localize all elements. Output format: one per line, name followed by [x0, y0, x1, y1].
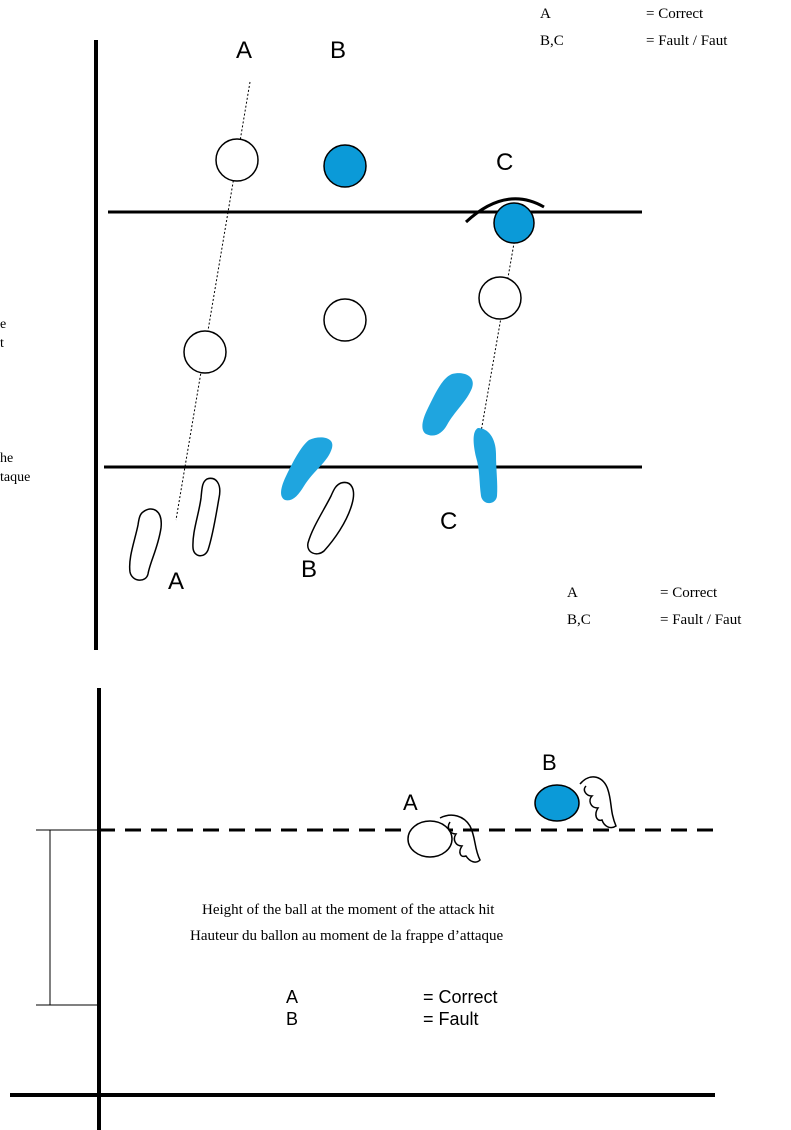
ball-c-fault [493, 202, 535, 244]
top-legend-key-bc: B,C [540, 33, 564, 49]
footprint-c-fault-2 [473, 428, 498, 504]
footprint-a-left [128, 508, 162, 581]
left-text-line-3: he [0, 451, 13, 466]
label-c-top: C [496, 149, 513, 176]
side-label-b: B [542, 750, 557, 775]
legend1-key-a: A [567, 585, 578, 601]
ball-a-high [215, 138, 259, 182]
label-c-bottom: C [440, 508, 457, 535]
side-ball-b-fault [534, 784, 580, 822]
label-a-top: A [236, 37, 252, 64]
caption-french: Hauteur du ballon au moment de la frappe… [190, 928, 504, 944]
label-a-bottom: A [168, 568, 184, 595]
footprint-b-fault [281, 437, 333, 501]
ball-a-low [183, 330, 227, 374]
top-legend: A = Correct B,C = Fault / Faut [540, 6, 728, 49]
hand-a [439, 814, 481, 863]
hand-b [579, 776, 617, 829]
diagram-court-top-view: A B C A B C A = Correct B,C = Fault / [94, 37, 742, 650]
ball-b-low [323, 298, 367, 342]
footprint-b-outline [307, 481, 355, 555]
legend2-value-correct: = Correct [423, 987, 498, 1007]
top-legend-value-correct: = Correct [646, 6, 704, 22]
legend2-key-b: B [286, 1009, 298, 1029]
legend1-key-bc: B,C [567, 612, 591, 628]
left-text-line-1: e [0, 317, 6, 332]
label-b-top: B [330, 37, 346, 64]
side-ball-a [407, 820, 453, 858]
left-side-text: e t he taque [0, 317, 30, 485]
legend2-value-fault: = Fault [423, 1009, 479, 1029]
side-label-a: A [403, 790, 418, 815]
ball-c-arc [464, 197, 545, 224]
diagram-side-view: A B Height of the ball at the moment of … [10, 688, 715, 1130]
caption-english: Height of the ball at the moment of the … [202, 902, 495, 918]
ball-c-low [478, 276, 522, 320]
left-text-line-2: t [0, 336, 4, 351]
ball-b-fault [323, 144, 367, 188]
footprint-c-fault [422, 373, 473, 436]
top-legend-value-fault: = Fault / Faut [646, 33, 728, 49]
trajectory-c [480, 225, 518, 433]
left-text-line-4: taque [0, 470, 30, 485]
top-legend-key-a: A [540, 6, 551, 22]
legend1-value-correct: = Correct [660, 585, 718, 601]
legend1-value-fault: = Fault / Faut [660, 612, 742, 628]
label-b-bottom: B [301, 556, 317, 583]
footprint-a-right [192, 477, 221, 557]
legend2-key-a: A [286, 987, 298, 1007]
